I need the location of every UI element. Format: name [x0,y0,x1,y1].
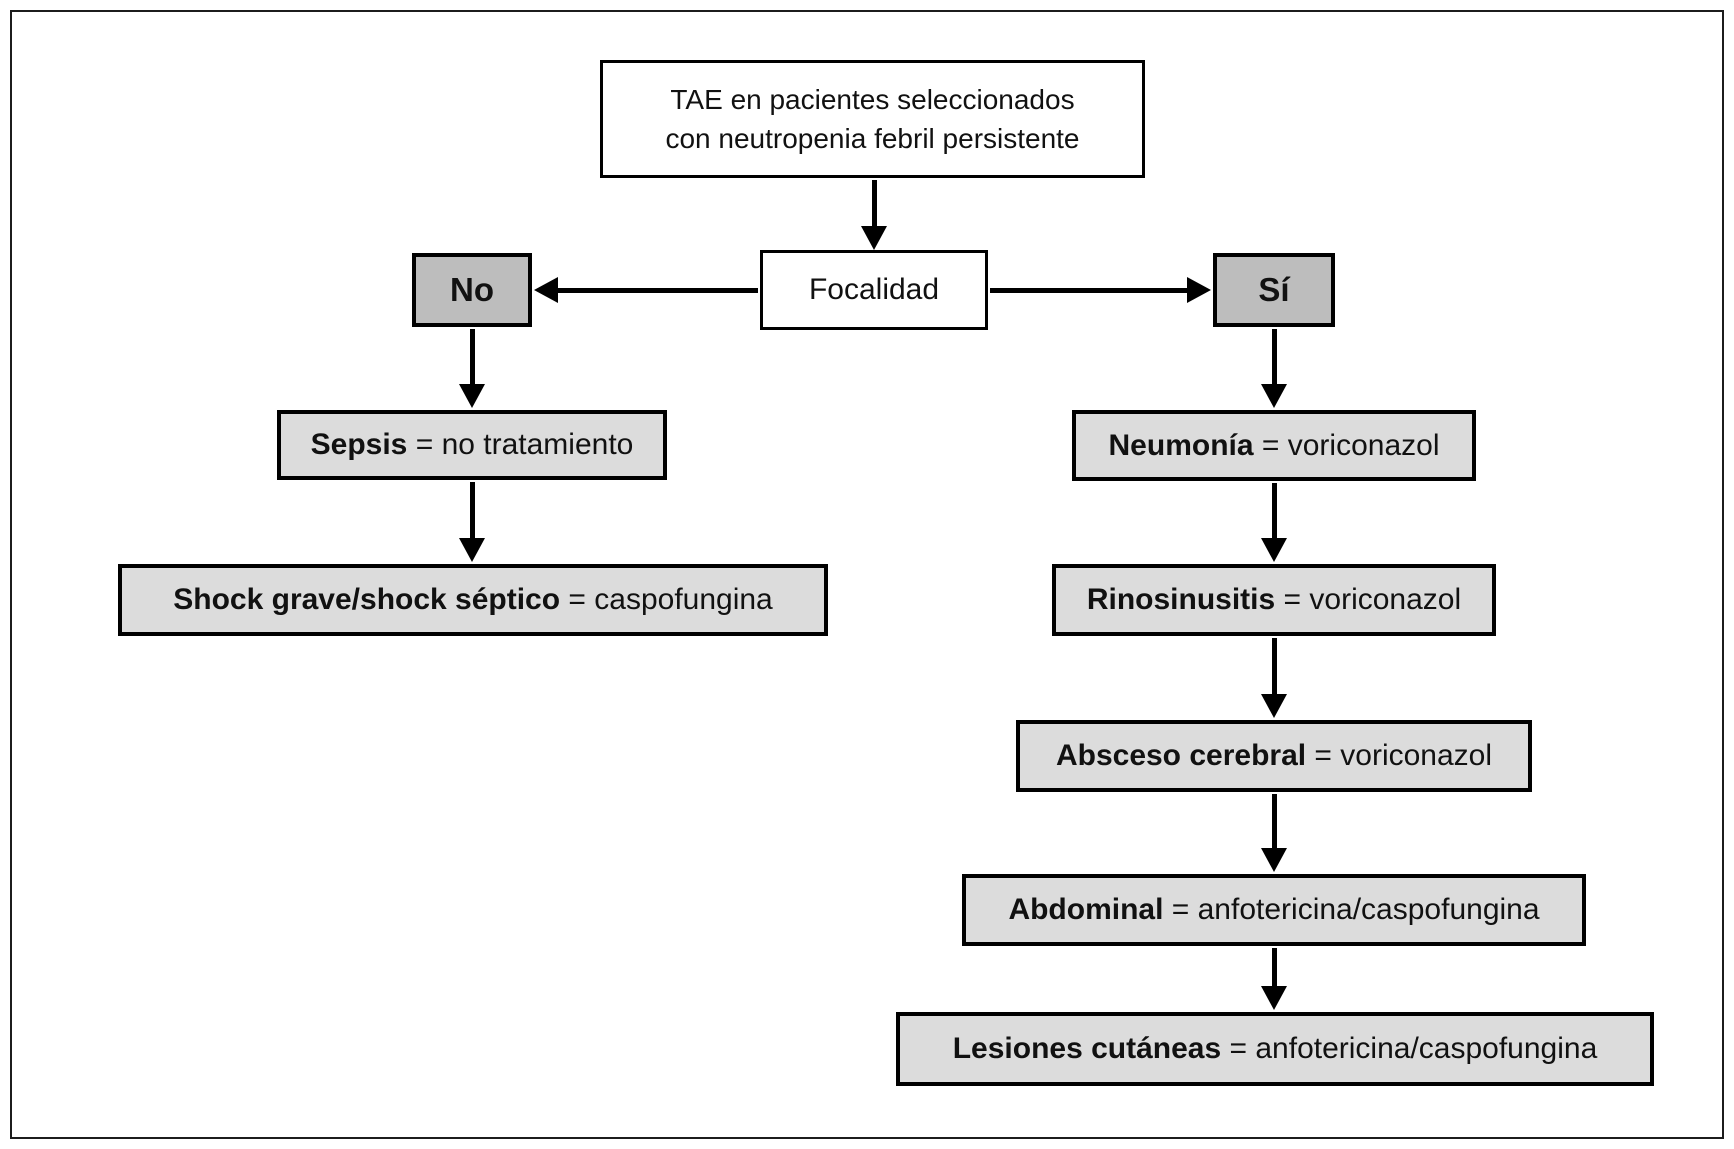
arrow-down-icon [1259,948,1289,1010]
node-decision-focalidad: Focalidad [760,250,988,330]
node-absceso-cerebral-term: Absceso cerebral [1055,739,1307,772]
node-sepsis: Sepsis = no tratamiento [277,410,667,480]
node-shock-label: Shock grave/shock séptico = caspofungina [173,582,773,618]
node-sepsis-label: Sepsis = no tratamiento [311,427,634,463]
node-sepsis-term: Sepsis [310,428,408,461]
arrow-down-icon [457,329,487,408]
node-root-line2: con neutropenia febril persistente [665,123,1080,154]
arrow-down-icon [1259,794,1289,872]
node-abdominal-label: Abdominal = anfotericina/caspofungina [1008,892,1539,928]
node-decision-label: Focalidad [808,273,940,306]
node-shock-term: Shock grave/shock séptico [173,583,561,616]
node-lesiones-cutaneas-treatment: = anfotericina/caspofungina [1221,1032,1598,1065]
node-absceso-cerebral: Absceso cerebral = voriconazol [1016,720,1532,792]
node-absceso-cerebral-treatment: = voriconazol [1306,739,1493,772]
node-shock-treatment: = caspofungina [560,583,773,616]
node-abdominal: Abdominal = anfotericina/caspofungina [962,874,1586,946]
node-neumonia-term: Neumonía [1108,428,1254,462]
arrow-left-icon [534,275,758,305]
node-neumonia-label: Neumonía = voriconazol [1109,428,1440,464]
arrow-down-icon [1259,329,1289,408]
arrow-down-icon [1259,638,1289,718]
node-branch-no-label: No [450,271,494,309]
node-shock: Shock grave/shock séptico = caspofungina [118,564,828,636]
arrow-down-icon [457,482,487,562]
node-neumonia-treatment: = voriconazol [1253,428,1440,462]
node-rinosinusitis-term: Rinosinusitis [1086,583,1276,616]
node-sepsis-treatment: = no tratamiento [407,428,634,461]
node-absceso-cerebral-label: Absceso cerebral = voriconazol [1056,738,1492,774]
node-abdominal-treatment: = anfotericina/caspofungina [1163,893,1540,926]
node-lesiones-cutaneas-label: Lesiones cutáneas = anfotericina/caspofu… [953,1031,1598,1067]
outer-border [10,10,1724,1139]
node-root-text: TAE en pacientes seleccionados con neutr… [665,80,1079,158]
node-branch-yes-label: Sí [1258,271,1290,309]
node-lesiones-cutaneas-term: Lesiones cutáneas [952,1032,1222,1065]
node-lesiones-cutaneas: Lesiones cutáneas = anfotericina/caspofu… [896,1012,1654,1086]
node-rinosinusitis: Rinosinusitis = voriconazol [1052,564,1496,636]
node-rinosinusitis-treatment: = voriconazol [1275,583,1462,616]
node-rinosinusitis-label: Rinosinusitis = voriconazol [1087,582,1461,618]
node-root-tae: TAE en pacientes seleccionados con neutr… [600,60,1145,178]
arrow-down-icon [859,180,889,250]
node-branch-no: No [412,253,532,327]
node-root-line1: TAE en pacientes seleccionados [670,83,1075,115]
arrow-down-icon [1259,483,1289,562]
arrow-right-icon [990,275,1211,305]
node-abdominal-term: Abdominal [1008,893,1164,926]
node-branch-yes: Sí [1213,253,1335,327]
node-neumonia: Neumonía = voriconazol [1072,410,1476,481]
